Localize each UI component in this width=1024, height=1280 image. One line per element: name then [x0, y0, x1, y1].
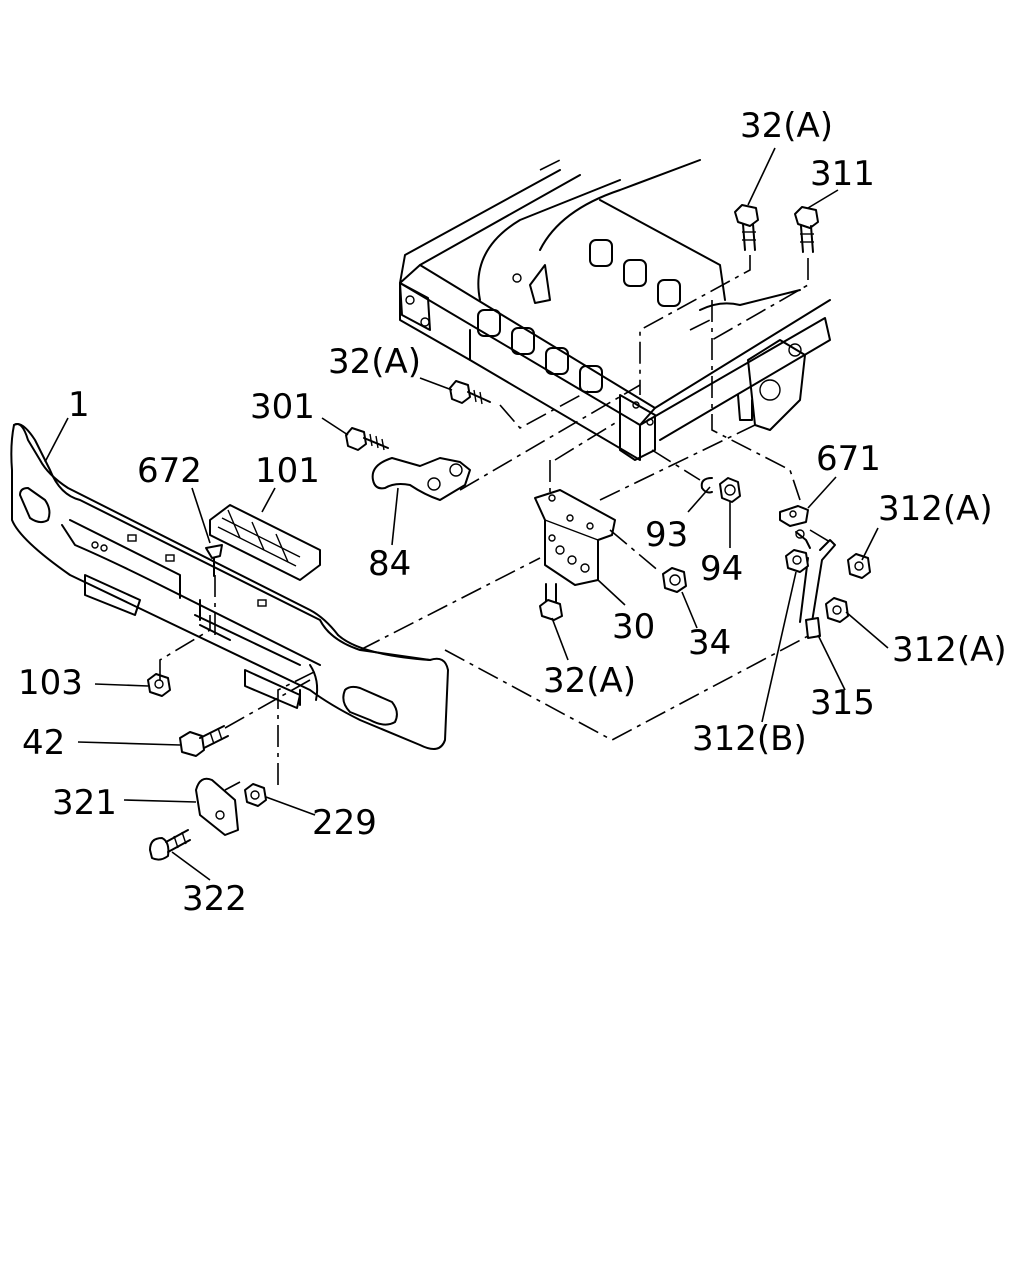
- bolt-32a-low: [539, 583, 563, 621]
- callout-312a-upper: 312(A): [878, 489, 993, 529]
- bracket-30: [534, 489, 616, 586]
- bolt-311: [794, 206, 819, 253]
- front-bumper: [10, 423, 449, 750]
- chassis-frame: [399, 159, 831, 461]
- step-plate-101: [209, 504, 321, 581]
- callout-labels: 1 32(A) 311 32(A) 301 672 101 84 671 93 …: [18, 106, 1007, 919]
- nut-229: [244, 783, 267, 807]
- callout-32a-low: 32(A): [543, 661, 636, 701]
- leader-lines: [44, 147, 889, 881]
- callout-32a-mid: 32(A): [328, 342, 421, 382]
- bracket-321: [195, 777, 239, 836]
- nut-312a-lower: [825, 597, 849, 623]
- callout-94: 94: [700, 549, 743, 589]
- bolt-301: [345, 427, 389, 451]
- nut-103: [147, 673, 171, 697]
- clip-672: [205, 544, 223, 577]
- bolt-42: [179, 725, 229, 757]
- bolt-32a-top: [734, 204, 759, 251]
- nut-312a-upper: [847, 553, 871, 579]
- screw-322: [149, 829, 191, 861]
- callout-30: 30: [612, 607, 655, 647]
- nut-34: [662, 567, 687, 593]
- callout-312a-lower: 312(A): [892, 630, 1007, 670]
- callout-671: 671: [816, 439, 881, 479]
- nut-312b: [785, 529, 811, 573]
- callout-103: 103: [18, 663, 83, 703]
- washer-93: [700, 477, 713, 494]
- callout-1: 1: [68, 385, 90, 425]
- callout-42: 42: [22, 723, 65, 763]
- callout-34: 34: [688, 623, 731, 663]
- callout-311: 311: [810, 154, 875, 194]
- nut-94: [719, 477, 741, 503]
- callout-322: 322: [182, 879, 247, 919]
- callout-301: 301: [250, 387, 315, 427]
- callout-315: 315: [810, 683, 875, 723]
- callout-84: 84: [368, 544, 411, 584]
- callout-312b: 312(B): [692, 719, 807, 759]
- bolt-32a-mid: [449, 380, 491, 405]
- bracket-671: [779, 505, 809, 527]
- callout-93: 93: [645, 515, 688, 555]
- callout-101: 101: [255, 451, 320, 491]
- callout-672: 672: [137, 451, 202, 491]
- tow-hook-84: [371, 457, 471, 501]
- chain-lines: [159, 255, 836, 791]
- callout-321: 321: [52, 783, 117, 823]
- callout-32a-top: 32(A): [740, 106, 833, 146]
- callout-229: 229: [312, 803, 377, 843]
